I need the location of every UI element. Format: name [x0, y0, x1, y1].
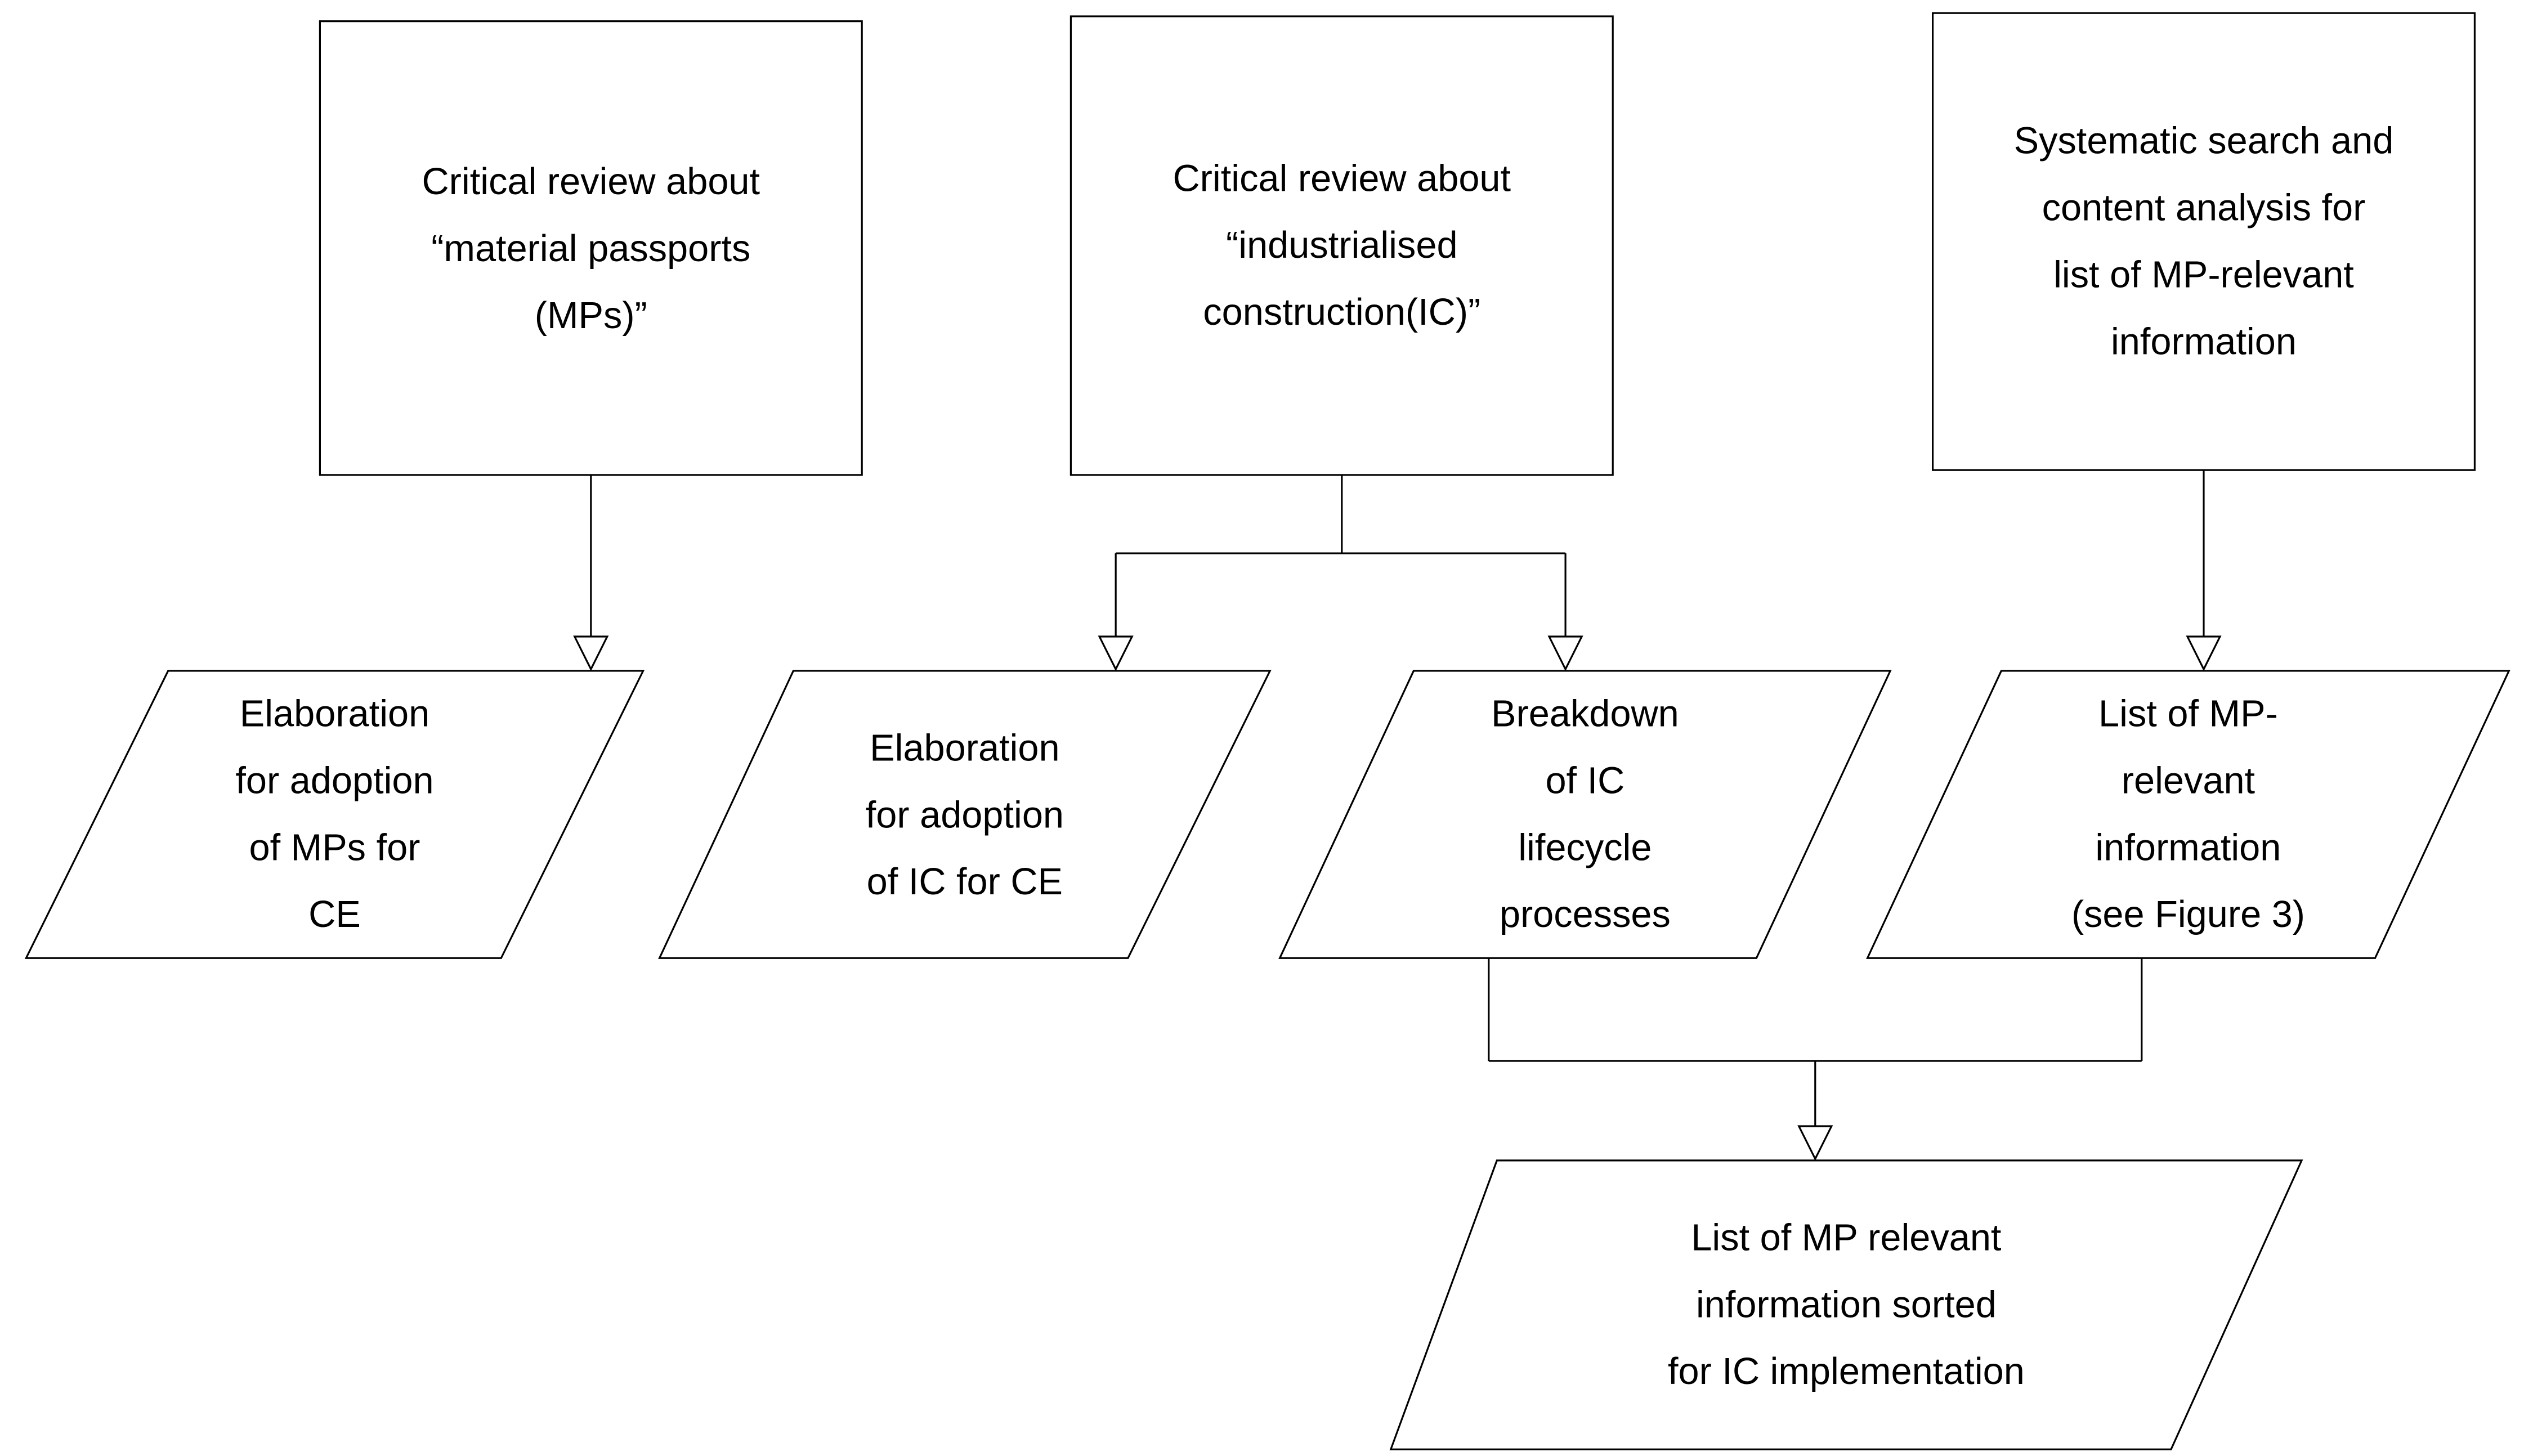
- node-label-elaboration-ic-ce: Elaboration for adoption of IC for CE: [865, 725, 1064, 902]
- parallelogram-list-mp-relevant: [1866, 670, 2510, 959]
- node-label-systematic-search: Systematic search and content analysis f…: [2013, 119, 2394, 362]
- parallelogram-elaboration-ic-ce: [658, 670, 1272, 959]
- rectangle-critical-review-ic: [1069, 15, 1614, 476]
- node-label-list-mp-sorted: List of MP relevant information sorted f…: [1667, 1216, 2025, 1392]
- node-label-critical-review-ic: Critical review about “industrialised co…: [1173, 156, 1511, 333]
- edge-ic-breakdown-arrowhead-icon: [1547, 635, 1583, 671]
- edge-merge-arrowhead-icon: [1797, 1125, 1833, 1161]
- parallelogram-breakdown-ic-lifecycle: [1278, 670, 1892, 959]
- node-label-list-mp-relevant: List of MP- relevant information (see Fi…: [2071, 692, 2306, 935]
- rectangle-critical-review-mps: [319, 20, 863, 476]
- edge-ic-elaboration-arrowhead-icon: [1098, 635, 1134, 671]
- rectangle-systematic-search: [1932, 12, 2476, 471]
- node-label-elaboration-mps-ce: Elaboration for adoption of MPs for CE: [235, 692, 434, 935]
- node-label-critical-review-mps: Critical review about “material passport…: [422, 159, 760, 335]
- edge-systematic-search-arrowhead-icon: [2186, 635, 2222, 671]
- node-label-breakdown-ic-lifecycle: Breakdown of IC lifecycle processes: [1491, 692, 1679, 935]
- parallelogram-list-mp-sorted: [1389, 1159, 2303, 1450]
- parallelogram-elaboration-mps-ce: [24, 670, 645, 959]
- edge-mps-review-arrowhead-icon: [573, 635, 609, 671]
- edge-merge-lines: [1488, 958, 2143, 1127]
- edge-ic-review-split-lines: [1115, 474, 1567, 637]
